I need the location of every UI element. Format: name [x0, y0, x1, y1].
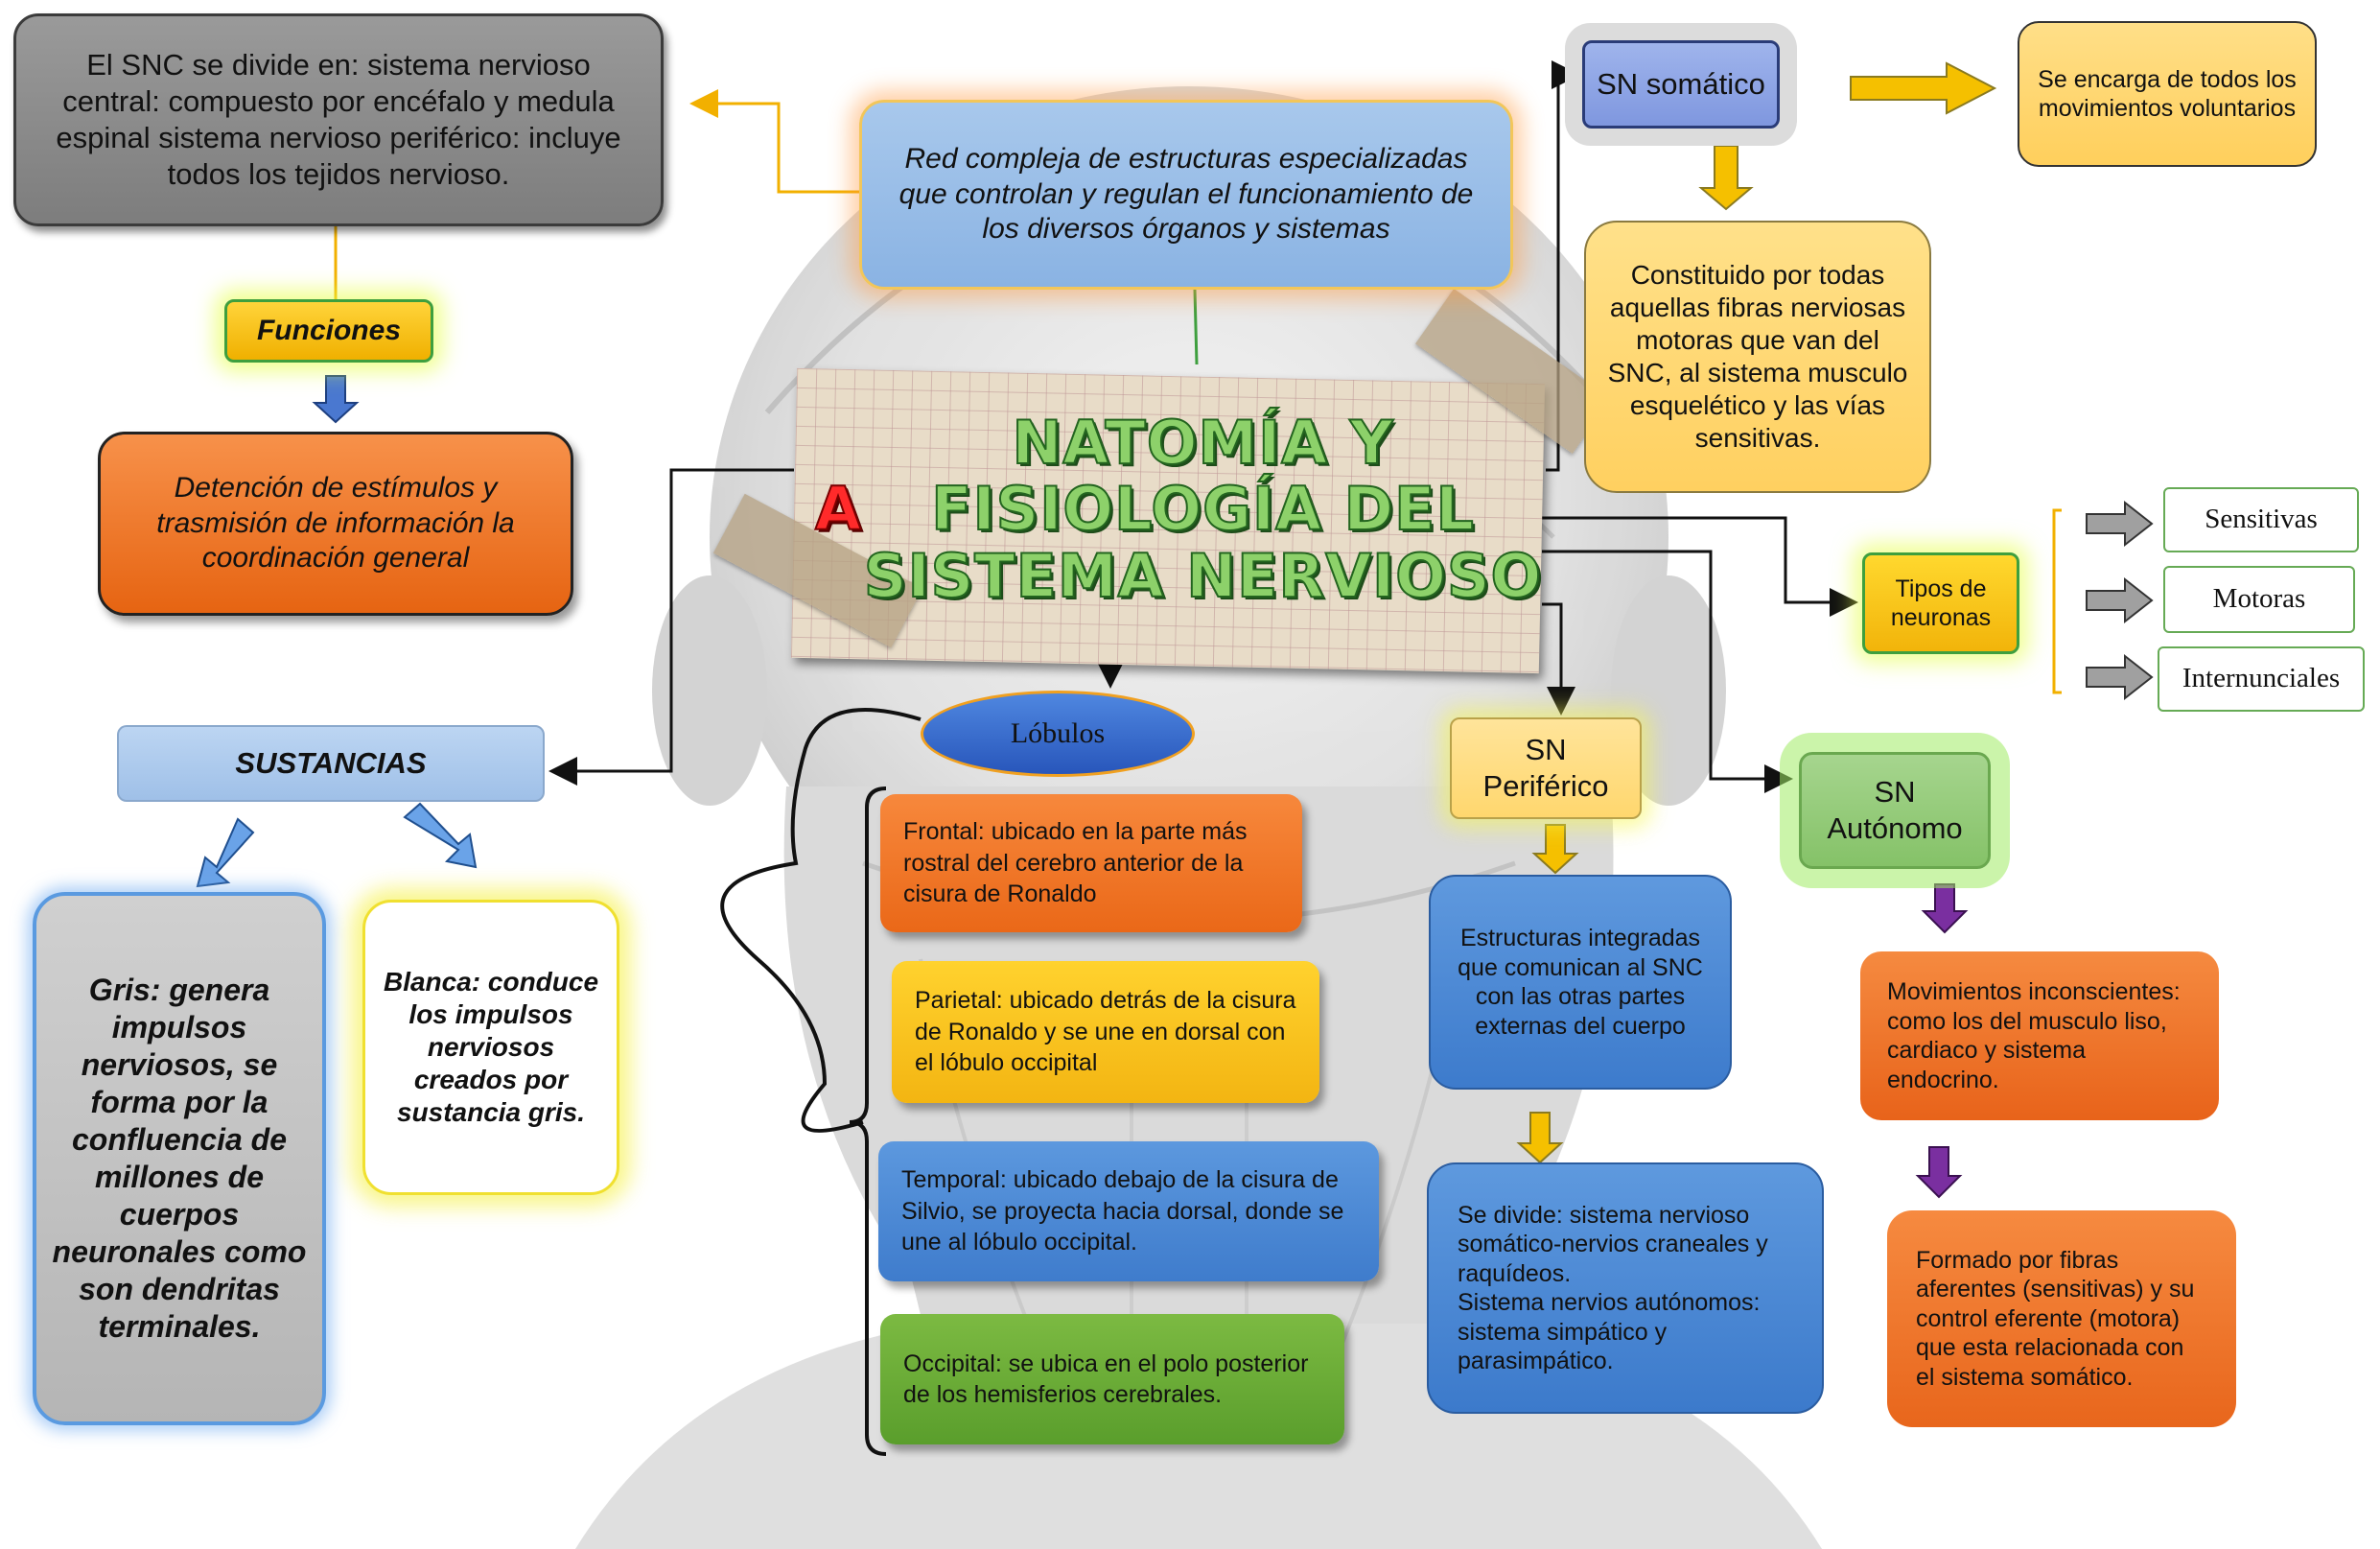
connector-def-to-title: [1193, 289, 1199, 365]
lobulos-label: Lóbulos: [921, 691, 1195, 777]
sn-periferico-divide: Se divide: sistema nervioso somático-ner…: [1427, 1162, 1824, 1414]
sn-autonomo-formado: Formado por fibras aferentes (sensitivas…: [1887, 1210, 2236, 1427]
sn-somatico-constituido: Constituido por todas aquellas fibras ne…: [1584, 221, 1931, 493]
sn-autonomo-movimientos: Movimientos inconscientes: como los del …: [1860, 951, 2219, 1120]
sn-periferico-estructuras: Estructuras integradas que comunican al …: [1429, 875, 1732, 1090]
lobulo-occipital: Occipital: se ubica en el polo posterior…: [880, 1314, 1344, 1444]
arrow-autonomo-movimientos: [1921, 883, 1969, 934]
arrow-funciones-detencion: [312, 375, 360, 424]
sn-somatico-desc: Se encarga de todos los movimientos volu…: [2018, 21, 2317, 167]
sn-periferico-label: SN Periférico: [1450, 717, 1642, 819]
connector-title-to-neuronas: [1542, 516, 1858, 617]
arrow-sensitivas: [2086, 500, 2154, 548]
lobulo-parietal: Parietal: ubicado detrás de la cisura de…: [892, 961, 1319, 1103]
sustancia-blanca: Blanca: conduce los impulsos nerviosos c…: [362, 900, 619, 1195]
neurona-motoras: Motoras: [2163, 566, 2355, 633]
arrow-periferico-estructuras: [1531, 824, 1579, 875]
neurona-sensitivas: Sensitivas: [2163, 487, 2359, 552]
connector-title-to-autonomo: [1542, 550, 1793, 793]
funciones-label: Funciones: [224, 299, 433, 363]
connector-def-to-snc: [689, 89, 859, 194]
arrow-internunciales: [2086, 653, 2154, 701]
lobes-brace: [849, 786, 887, 1456]
funciones-text: Detención de estímulos y trasmisión de i…: [98, 432, 573, 616]
connector-title-to-sustancias: [548, 468, 794, 786]
arrow-somatico-constituido: [1698, 145, 1754, 211]
arrow-motoras: [2086, 576, 2154, 624]
connector-lobulos-swirl: [720, 708, 922, 1133]
definition-box: Red compleja de estructuras especializad…: [859, 100, 1513, 290]
sn-autonomo-label: SN Autónomo: [1799, 752, 1991, 869]
neuron-types-bracket: [2052, 508, 2062, 694]
arrow-movimientos-formado: [1915, 1146, 1963, 1199]
neurona-internunciales: Internunciales: [2158, 646, 2365, 712]
snc-note-box: El SNC se divide en: sistema nervioso ce…: [13, 13, 664, 226]
sustancia-gris: Gris: genera impulsos nerviosos, se form…: [33, 892, 326, 1425]
arrow-sustancias-gris: [196, 817, 255, 888]
connector-title-to-somatico: [1546, 60, 1580, 472]
sn-somatico-label: SN somático: [1582, 40, 1780, 129]
lobulo-frontal: Frontal: ubicado en la parte más rostral…: [880, 794, 1302, 932]
sustancias-label: SUSTANCIAS: [117, 725, 545, 802]
connector-title-to-periferico: [1542, 602, 1575, 716]
tipos-neuronas-label: Tipos de neuronas: [1862, 552, 2019, 654]
arrow-estructuras-divide: [1516, 1112, 1564, 1164]
lobulo-temporal: Temporal: ubicado debajo de la cisura de…: [878, 1141, 1379, 1281]
arrow-sustancias-blanca: [403, 802, 478, 869]
arrow-somatico-desc: [1850, 61, 1997, 115]
